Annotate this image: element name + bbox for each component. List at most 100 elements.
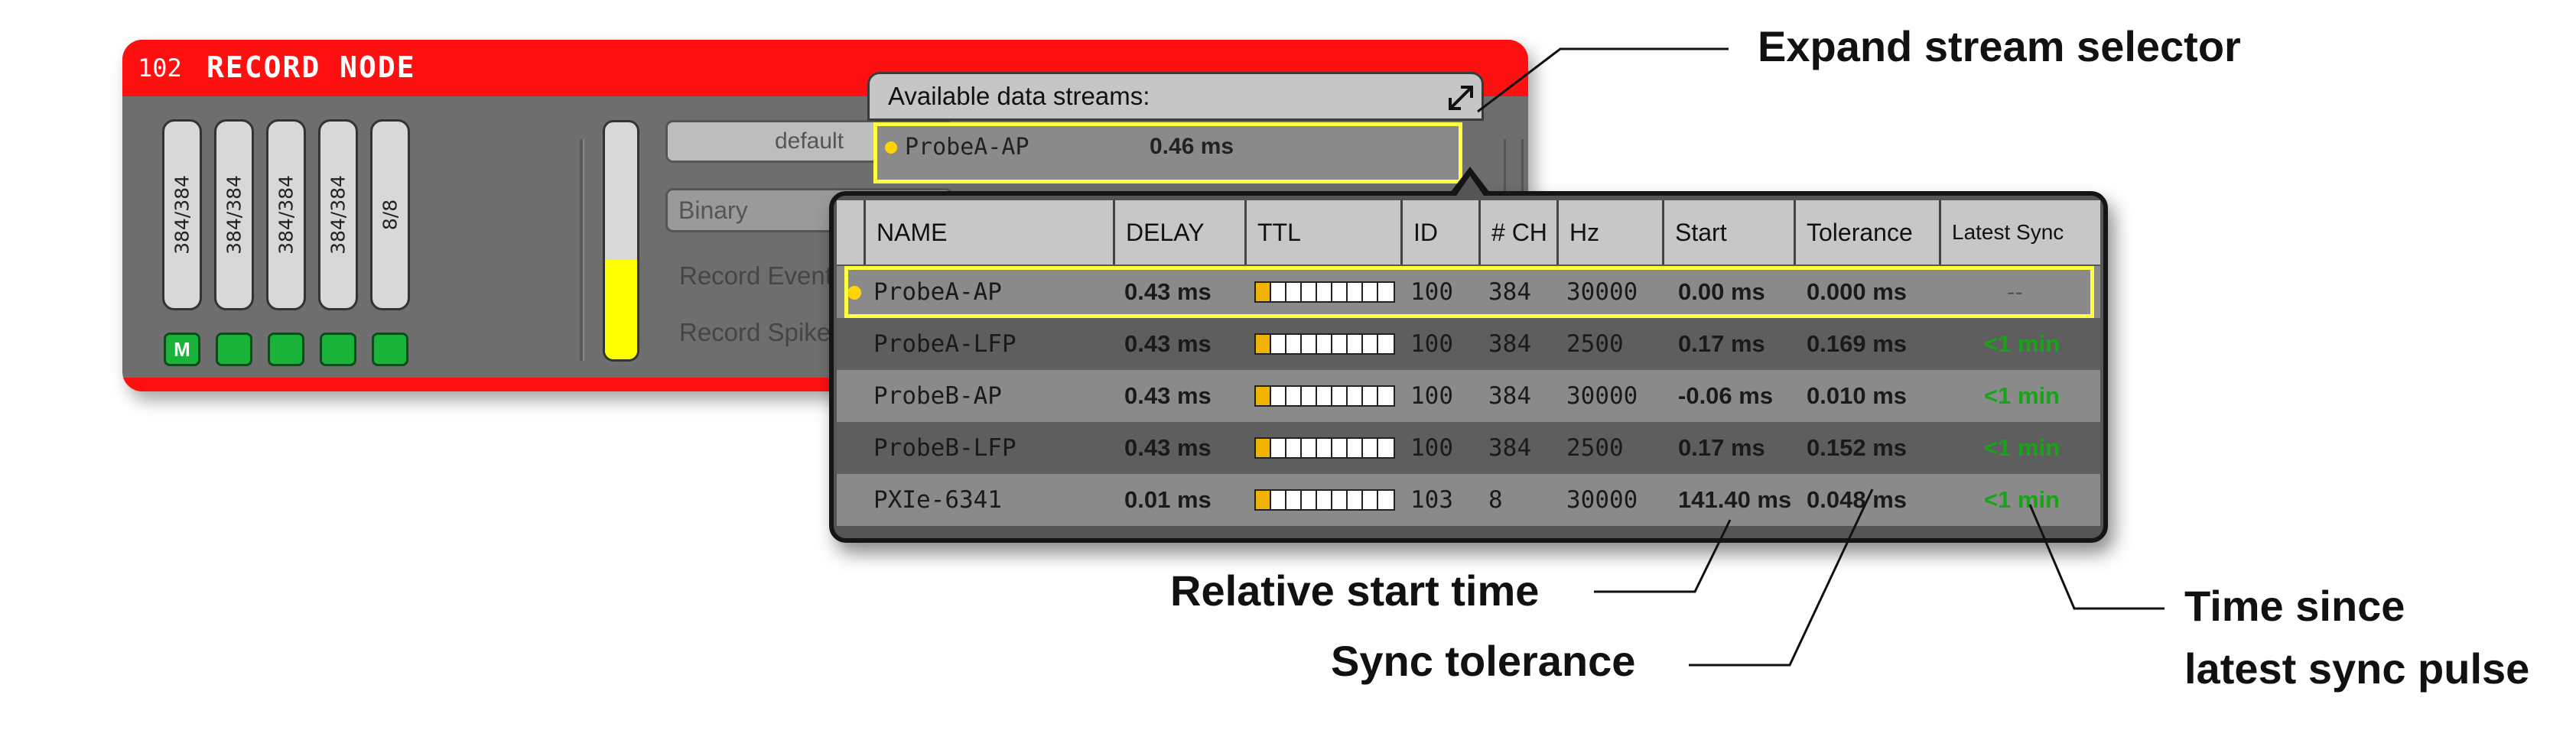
- ttl-line-cell: [1286, 387, 1302, 405]
- ttl-line-cell: [1302, 387, 1317, 405]
- stream-sync-cell: --: [2007, 278, 2023, 305]
- column-header-channels[interactable]: # CH: [1481, 200, 1559, 265]
- column-header-ttl[interactable]: TTL: [1247, 200, 1403, 265]
- stream-ch-cell: 384: [1488, 434, 1531, 462]
- ttl-indicator: [1254, 489, 1395, 511]
- stream-tolerance-cell: 0.152 ms: [1807, 434, 1907, 461]
- stream-delay-cell: 0.43 ms: [1124, 278, 1212, 305]
- ttl-line-cell: [1256, 491, 1271, 509]
- stream-enable-button[interactable]: [216, 333, 252, 366]
- ttl-indicator: [1254, 437, 1395, 459]
- ttl-line-cell: [1286, 491, 1302, 509]
- ttl-line-cell: [1363, 335, 1378, 353]
- column-header-latest-sync[interactable]: Latest Sync: [1941, 200, 2100, 265]
- ttl-line-cell: [1363, 439, 1378, 457]
- column-header-id[interactable]: ID: [1403, 200, 1481, 265]
- callout-tolerance-label: Sync tolerance: [1331, 637, 1636, 685]
- node-id: 102: [138, 54, 182, 83]
- stream-channel-pill[interactable]: 8/8: [370, 119, 410, 310]
- disk-space-fill: [605, 259, 637, 359]
- stream-hz-cell: 30000: [1566, 278, 1638, 306]
- ttl-line-cell: [1317, 491, 1332, 509]
- stream-name-cell: ProbeA-LFP: [873, 330, 1016, 358]
- stream-monitor-button[interactable]: M: [164, 333, 200, 366]
- column-header-tolerance[interactable]: Tolerance: [1796, 200, 1941, 265]
- record-events-label: Record Events: [679, 261, 845, 290]
- available-streams-header[interactable]: Available data streams:: [867, 72, 1484, 121]
- ttl-line-cell: [1271, 491, 1286, 509]
- background-stream-row: ProbeA-AP 0.46 ms: [873, 122, 1462, 183]
- stream-enable-button[interactable]: [320, 333, 356, 366]
- column-header-delay[interactable]: DELAY: [1115, 200, 1247, 265]
- ttl-line-cell: [1378, 283, 1394, 301]
- ttl-line-cell: [1256, 439, 1271, 457]
- stream-enable-button[interactable]: [372, 333, 408, 366]
- expand-icon[interactable]: [1444, 81, 1478, 115]
- ttl-indicator: [1254, 333, 1395, 355]
- format-select-value: Binary: [678, 196, 748, 224]
- stream-sync-cell: <1 min: [1984, 434, 2060, 461]
- stream-sync-cell: <1 min: [1984, 486, 2060, 513]
- stream-sync-cell: <1 min: [1984, 330, 2060, 357]
- stream-enable-button[interactable]: [268, 333, 304, 366]
- stream-name-cell: PXIe-6341: [873, 486, 1002, 514]
- stream-table: NAME DELAY TTL ID # CH Hz Start Toleranc…: [837, 200, 2100, 537]
- ttl-line-cell: [1348, 283, 1363, 301]
- ttl-line-cell: [1302, 335, 1317, 353]
- ttl-line-cell: [1317, 335, 1332, 353]
- column-header-start[interactable]: Start: [1664, 200, 1796, 265]
- ttl-line-cell: [1286, 335, 1302, 353]
- background-stream-name: ProbeA-AP: [905, 134, 1029, 161]
- callout-latest-label-2: latest sync pulse: [2184, 644, 2530, 693]
- stream-hz-cell: 2500: [1566, 434, 1624, 462]
- selected-dot-icon: [885, 141, 897, 154]
- stream-delay-cell: 0.43 ms: [1124, 434, 1212, 461]
- divider: [580, 139, 584, 361]
- ttl-line-cell: [1302, 283, 1317, 301]
- ttl-line-cell: [1317, 387, 1332, 405]
- background-stream-delay: 0.46 ms: [1150, 134, 1234, 159]
- stream-channel-pill[interactable]: 384/384: [162, 119, 202, 310]
- stream-ch-cell: 384: [1488, 278, 1531, 306]
- scrollbar[interactable]: [1504, 139, 1524, 200]
- ttl-line-cell: [1256, 387, 1271, 405]
- stream-tolerance-cell: 0.169 ms: [1807, 330, 1907, 357]
- stream-channel-count: 384/384: [223, 175, 246, 255]
- ttl-line-cell: [1348, 387, 1363, 405]
- column-header-name[interactable]: NAME: [866, 200, 1115, 265]
- ttl-line-cell: [1332, 491, 1348, 509]
- record-spikes-label: Record Spikes: [679, 318, 844, 346]
- ttl-line-cell: [1286, 439, 1302, 457]
- stream-channel-pill[interactable]: 384/384: [266, 119, 306, 310]
- column-header-hz[interactable]: Hz: [1559, 200, 1664, 265]
- stream-channel-pill[interactable]: 384/384: [214, 119, 254, 310]
- stream-ch-cell: 384: [1488, 382, 1531, 410]
- callout-latest-label-1: Time since: [2184, 582, 2405, 630]
- ttl-line-cell: [1332, 387, 1348, 405]
- ttl-line-cell: [1363, 387, 1378, 405]
- stream-start-cell: 0.00 ms: [1678, 278, 1765, 305]
- stream-channel-pill[interactable]: 384/384: [318, 119, 358, 310]
- directory-button[interactable]: default: [665, 120, 953, 163]
- callout-expand-label: Expand stream selector: [1758, 22, 2241, 70]
- stream-delay-cell: 0.01 ms: [1124, 486, 1212, 513]
- stream-start-cell: 0.17 ms: [1678, 330, 1765, 357]
- callout-start-label: Relative start time: [1170, 566, 1540, 615]
- column-header-select: [837, 200, 866, 265]
- stream-id-cell: 103: [1410, 486, 1453, 514]
- ttl-line-cell: [1378, 491, 1394, 509]
- ttl-line-cell: [1271, 283, 1286, 301]
- stream-channel-count: 384/384: [171, 175, 194, 255]
- stream-name-cell: ProbeB-LFP: [873, 434, 1016, 462]
- stream-start-cell: -0.06 ms: [1678, 382, 1774, 409]
- ttl-line-cell: [1378, 387, 1394, 405]
- ttl-line-cell: [1302, 491, 1317, 509]
- stream-tolerance-cell: 0.000 ms: [1807, 278, 1907, 305]
- ttl-indicator: [1254, 281, 1395, 303]
- ttl-line-cell: [1271, 439, 1286, 457]
